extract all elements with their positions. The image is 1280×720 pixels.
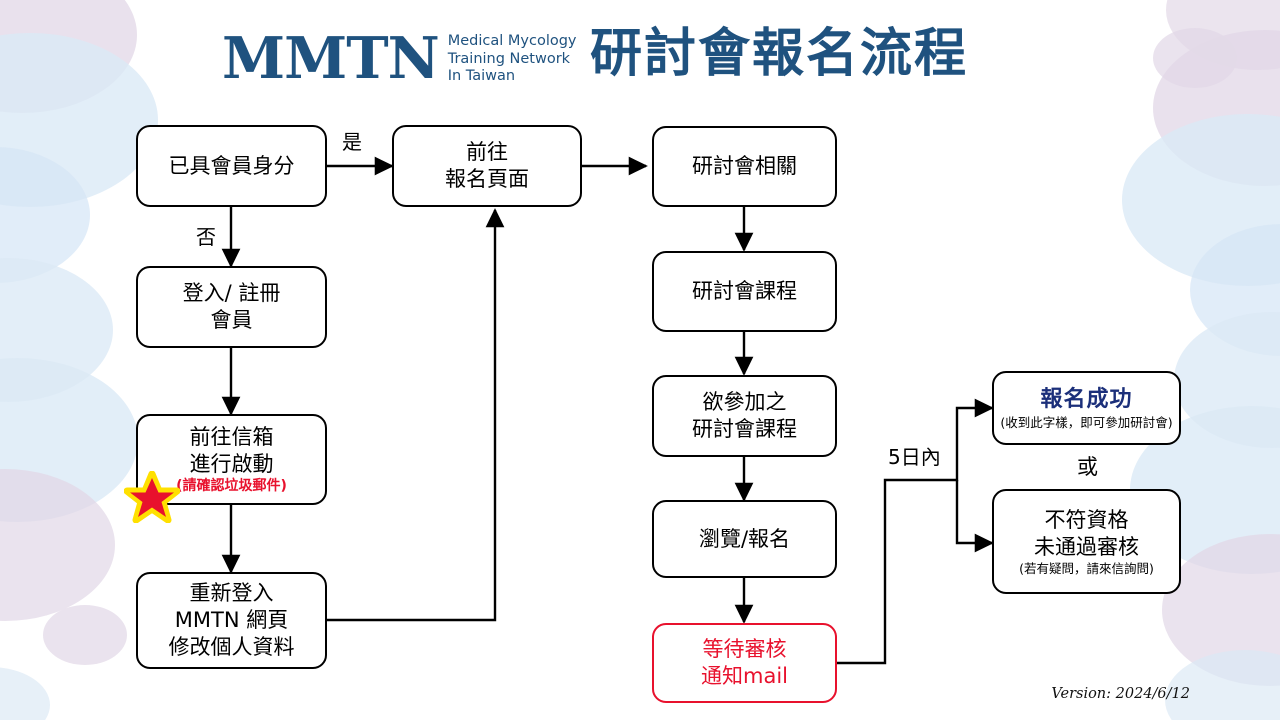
edge-label-yes: 是 — [342, 130, 362, 154]
logo-subtitle: Medical Mycology Training Network In Tai… — [447, 32, 577, 85]
decor-circle-lavender — [0, 469, 115, 621]
page-title: 研討會報名流程 — [590, 24, 969, 84]
node-relogin-profile-label: 重新登入 MMTN 網頁 修改個人資料 — [168, 581, 295, 659]
node-signup-success-note: (收到此字樣，即可參加研討會) — [1000, 415, 1173, 431]
mmtn-logo: MMTN Medical Mycology Training Network I… — [222, 30, 577, 87]
node-not-qualified-label: 不符資格 未通過審核 — [1034, 507, 1139, 559]
node-member-status-label: 已具會員身分 — [168, 153, 295, 178]
node-signup-success: 報名成功 (收到此字樣，即可參加研討會) — [992, 371, 1181, 445]
node-seminar-course: 研討會課程 — [652, 251, 837, 332]
node-signup-success-label: 報名成功 — [1040, 386, 1133, 412]
node-member-status: 已具會員身分 — [136, 125, 327, 207]
node-seminar-course-label: 研討會課程 — [692, 279, 797, 304]
version-text: Version: 2024/6/12 — [1051, 686, 1190, 702]
node-seminar-info: 研討會相關 — [652, 126, 837, 207]
node-login-register: 登入/ 註冊 會員 — [136, 266, 327, 348]
decor-circle-blue — [1165, 650, 1280, 720]
node-seminar-info-label: 研討會相關 — [692, 154, 797, 179]
edge-await-to-rejected — [955, 480, 994, 553]
decor-circle-blue — [0, 147, 90, 283]
node-not-qualified: 不符資格 未通過審核 (若有疑問，請來信詢問) — [992, 489, 1181, 594]
node-browse-signup-label: 瀏覽/報名 — [698, 526, 791, 551]
node-browse-signup: 瀏覽/報名 — [652, 500, 837, 578]
edge-label-no: 否 — [196, 225, 216, 249]
node-mailbox-activate-note: (請確認垃圾郵件) — [176, 478, 287, 495]
node-relogin-profile: 重新登入 MMTN 網頁 修改個人資料 — [136, 572, 327, 669]
node-target-course: 欲參加之 研討會課程 — [652, 375, 837, 457]
node-login-register-label: 登入/ 註冊 會員 — [182, 281, 281, 332]
node-target-course-label: 欲參加之 研討會課程 — [692, 390, 797, 441]
edge-label-or: 或 — [1077, 455, 1098, 479]
node-await-review: 等待審核 通知mail — [652, 623, 837, 703]
node-not-qualified-note: (若有疑問，請來信詢問) — [1019, 561, 1154, 577]
warning-star-icon — [124, 471, 180, 523]
node-await-review-label: 等待審核 通知mail — [701, 637, 788, 688]
node-mailbox-activate-label: 前往信箱 進行啟動 — [189, 424, 274, 476]
edge-label-within-5-days: 5日內 — [888, 445, 941, 469]
decor-circle-blue — [0, 667, 50, 720]
decor-circle-lavender — [43, 605, 127, 665]
node-signup-page-label: 前往 報名頁面 — [445, 140, 529, 191]
logo-wordmark: MMTN — [222, 25, 440, 92]
edge-relogin-to-signup — [327, 208, 505, 622]
decor-circle-lavender — [1162, 534, 1280, 686]
node-signup-page: 前往 報名頁面 — [392, 125, 582, 207]
edge-await-to-success — [836, 398, 994, 665]
